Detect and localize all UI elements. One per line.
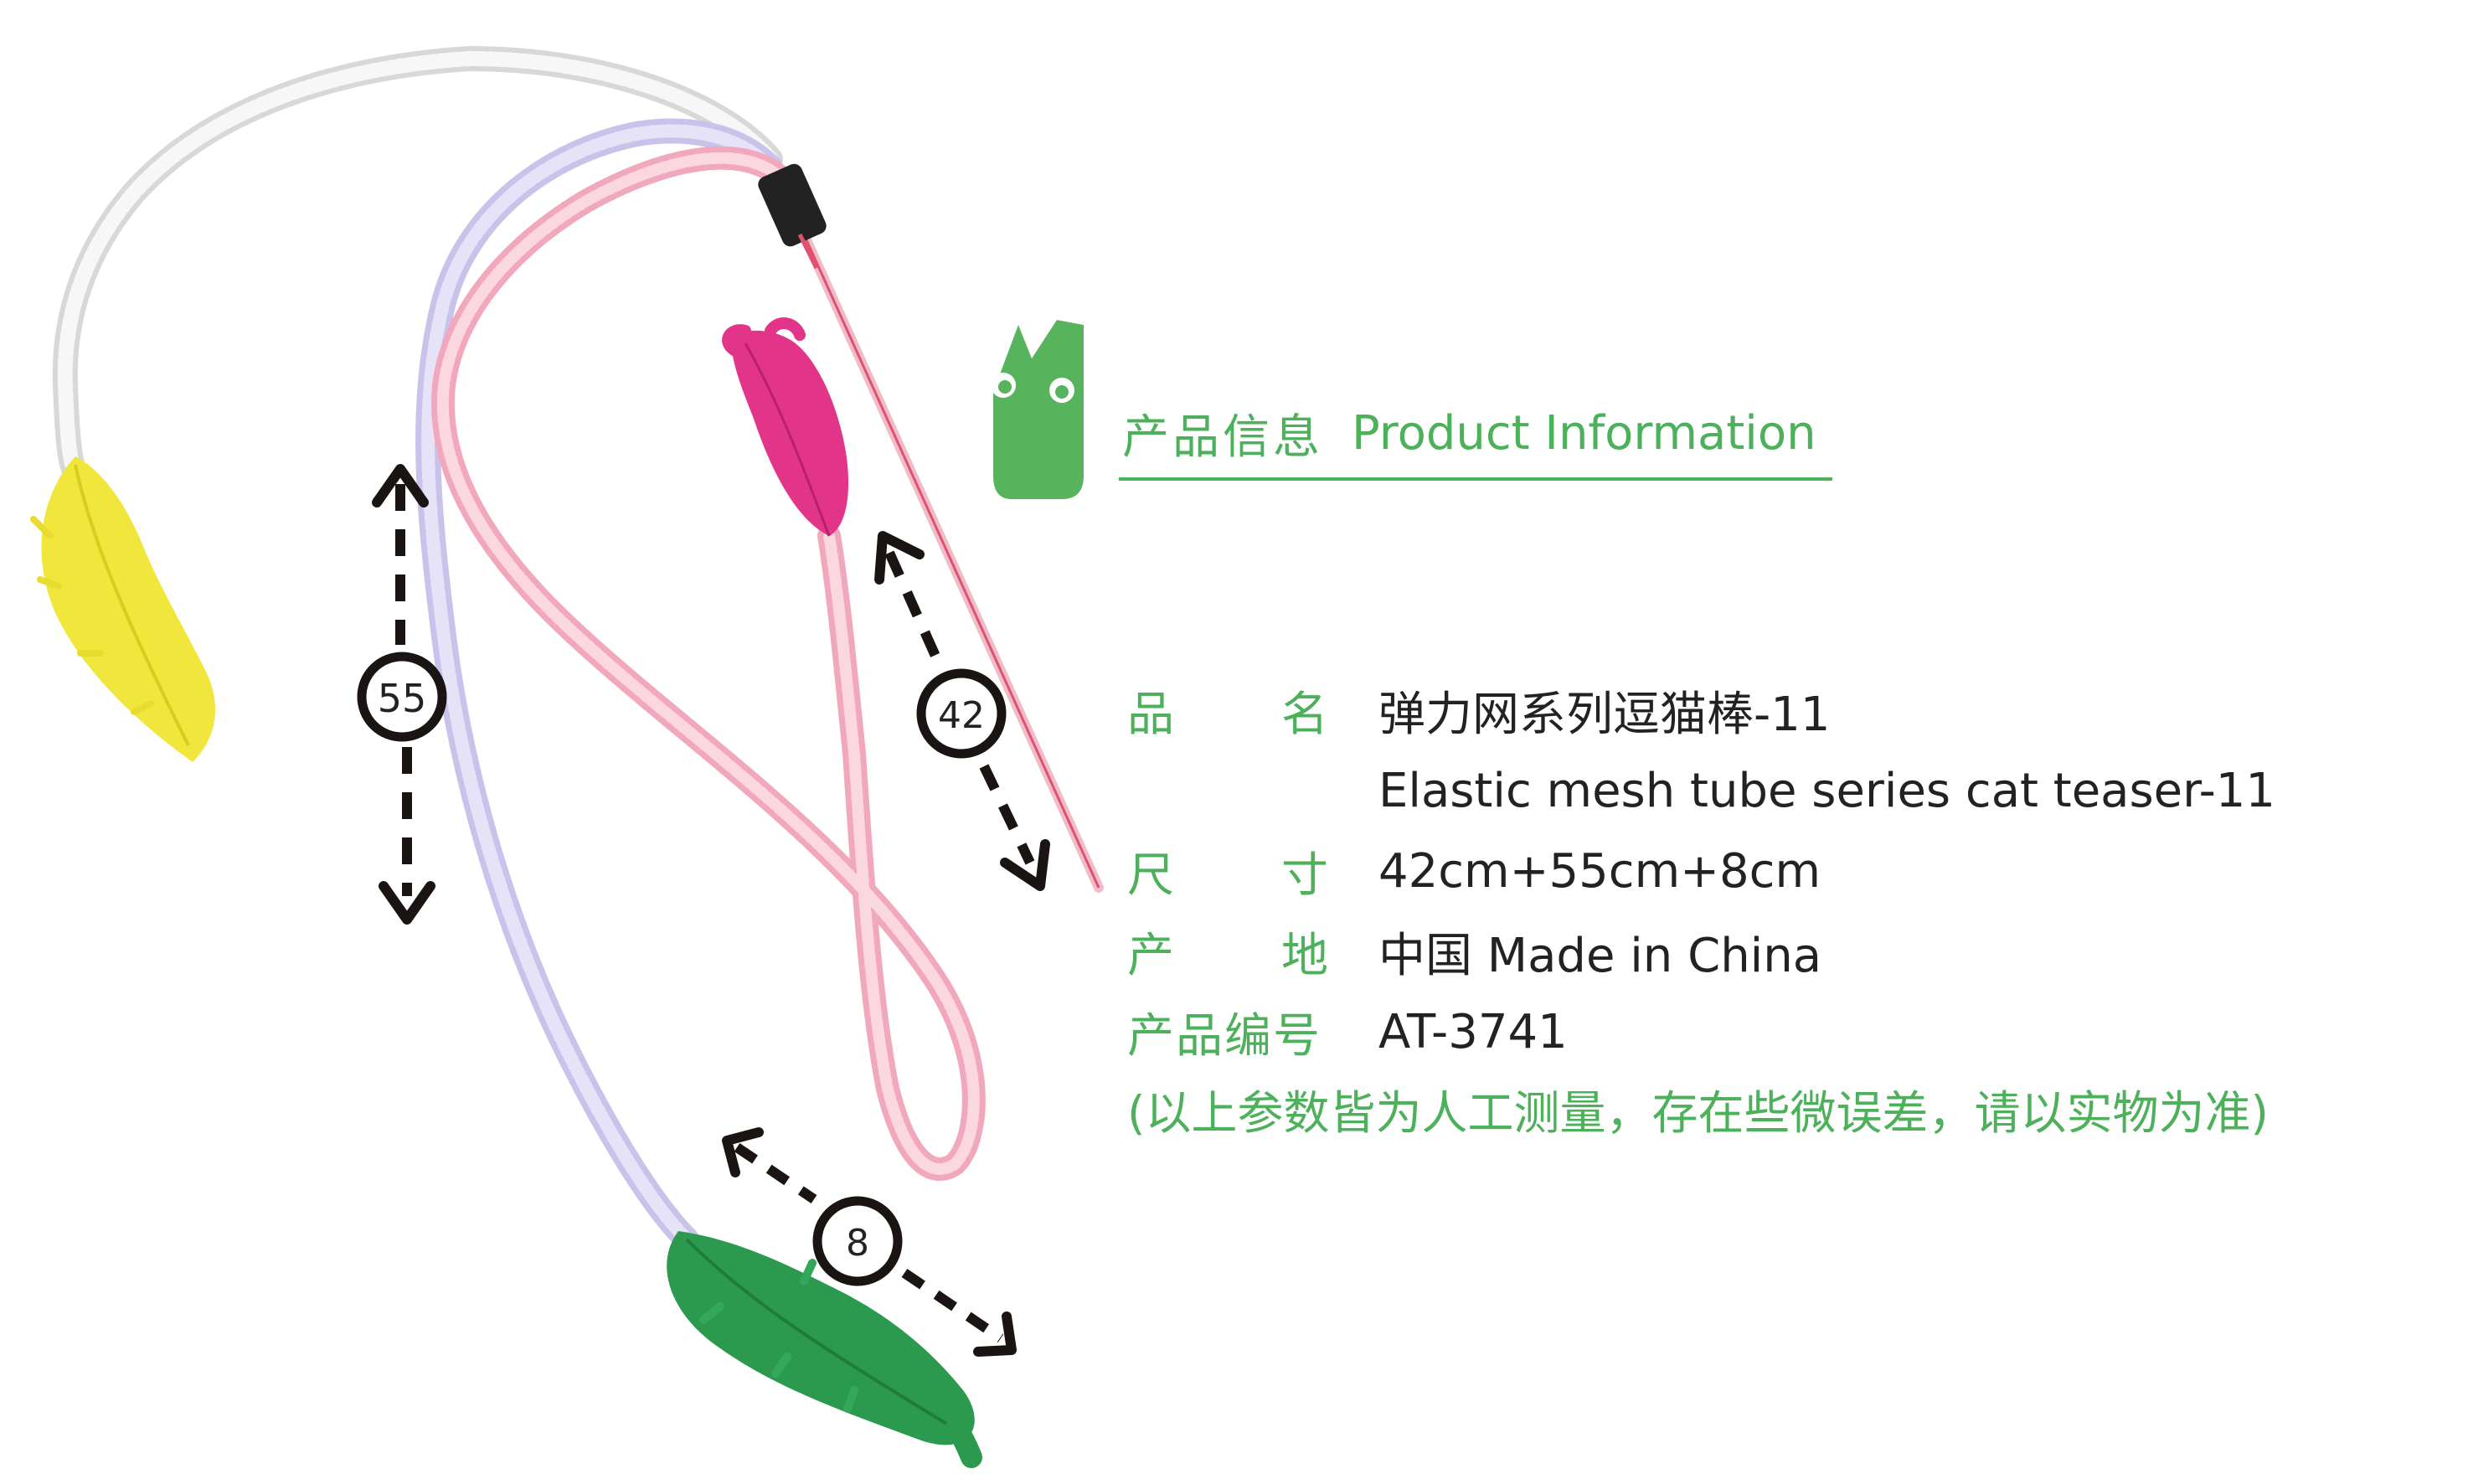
spec-row-origin: 产 地 中国 Made in China [1127,918,1821,985]
spec-value-name-cn: 弹力网系列逗猫棒-11 [1378,687,1831,742]
spec-label-size-char-2: 寸 [1281,848,1328,903]
spec-label-origin-char-2: 地 [1281,928,1328,983]
spec-value-name-en: Elastic mesh tube series cat teaser-11 [1378,763,2276,818]
spec-label-size: 尺 寸 [1127,837,1328,905]
mascot-logo-icon [991,320,1084,499]
spec-label-name-char-1: 品 [1127,687,1174,742]
measurement-badge-42: 42 [916,668,1007,759]
measurement-badge-8: 8 [812,1196,903,1286]
product-illustration: 55 42 8 [30,45,1104,1468]
dimension-arrow-55 [372,464,435,925]
spec-value-origin: 中国 Made in China [1378,928,1822,983]
measurement-label-55: 55 [378,676,427,721]
spec-label-origin: 产 地 [1127,918,1328,986]
title-underline [1119,477,1832,481]
dimension-arrow-8 [722,1127,1017,1357]
spec-label-name: 品 名 [1127,677,1328,745]
pink-mesh-loop [431,146,986,1181]
magenta-feather [722,317,849,537]
spec-row-name-en: Elastic mesh tube series cat teaser-11 [1127,757,2275,824]
measurement-label-8: 8 [846,1222,869,1265]
spec-row-size: 尺 寸 42cm+55cm+8cm [1127,837,1821,904]
yellow-feather [30,456,216,762]
dimension-arrow-42 [874,531,1050,891]
spec-label-name-char-2: 名 [1281,687,1328,742]
white-mesh-tube [52,45,783,482]
spec-label-origin-char-1: 产 [1127,928,1174,983]
measurement-label-42: 42 [938,694,985,737]
section-title-cn: 产品信息 [1122,410,1323,465]
lavender-mesh-tube [415,118,783,1252]
measurement-disclaimer: (以上参数皆为人工测量，存在些微误差，请以实物为准) [1127,1086,2269,1140]
section-title-en: Product Information [1352,405,1816,461]
section-title: 产品信息 Product Information [1122,404,1816,465]
spec-row-code: 产品编号 AT-3741 [1127,998,1568,1065]
spec-value-size: 42cm+55cm+8cm [1378,843,1821,899]
spec-label-size-char-1: 尺 [1127,848,1174,903]
teaser-wand [758,163,1104,893]
spec-value-code: AT-3741 [1378,1004,1568,1059]
measurement-badge-55: 55 [357,652,447,742]
spec-row-name: 品 名 弹力网系列逗猫棒-11 [1127,677,1830,744]
spec-label-code: 产品编号 [1127,1008,1322,1064]
green-feather [667,1231,982,1468]
